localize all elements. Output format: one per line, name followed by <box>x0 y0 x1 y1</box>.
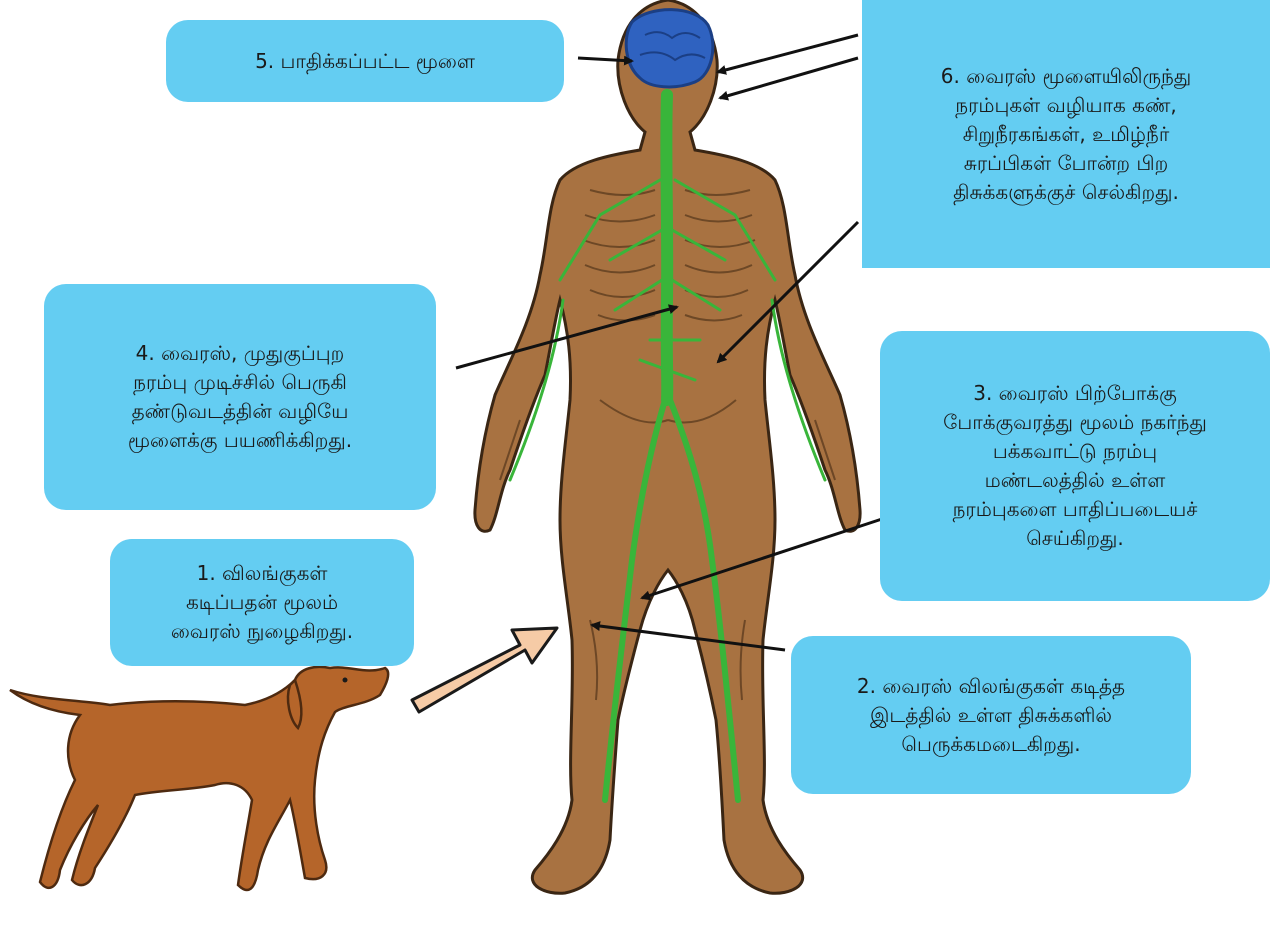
callout-step2: 2. வைரஸ் விலங்குகள் கடித்த இடத்தில் உள்ள… <box>791 636 1191 794</box>
bite-entry-arrow <box>412 628 557 712</box>
callout-step1: 1. விலங்குகள் கடிப்பதன் மூலம் வைரஸ் நுழை… <box>110 539 414 666</box>
dog-eye <box>343 678 348 683</box>
callout-step5: 5. பாதிக்கப்பட்ட மூளை <box>166 20 564 102</box>
callout-step4: 4. வைரஸ், முதுகுப்புற நரம்பு முடிச்சில் … <box>44 284 436 510</box>
arrow-step6b <box>720 58 858 98</box>
callout-step5-text: 5. பாதிக்கப்பட்ட மூளை <box>255 47 475 76</box>
dog <box>10 667 388 890</box>
callout-step1-text: 1. விலங்குகள் கடிப்பதன் மூலம் வைரஸ் நுழை… <box>171 559 353 646</box>
brain <box>626 10 713 87</box>
callout-step3-text: 3. வைரஸ் பிற்போக்கு போக்குவரத்து மூலம் ந… <box>943 379 1207 553</box>
callout-step6-text: 6. வைரஸ் மூளையிலிருந்து நரம்புகள் வழியாக… <box>941 62 1191 207</box>
callout-step2-text: 2. வைரஸ் விலங்குகள் கடித்த இடத்தில் உள்ள… <box>857 672 1125 759</box>
callout-step3: 3. வைரஸ் பிற்போக்கு போக்குவரத்து மூலம் ந… <box>880 331 1270 601</box>
callout-step6: 6. வைரஸ் மூளையிலிருந்து நரம்புகள் வழியாக… <box>862 0 1270 268</box>
arrow-step6a <box>718 35 858 72</box>
spinal-cord <box>666 95 667 400</box>
dog-body <box>10 667 388 890</box>
callout-step4-text: 4. வைரஸ், முதுகுப்புற நரம்பு முடிச்சில் … <box>128 339 352 455</box>
